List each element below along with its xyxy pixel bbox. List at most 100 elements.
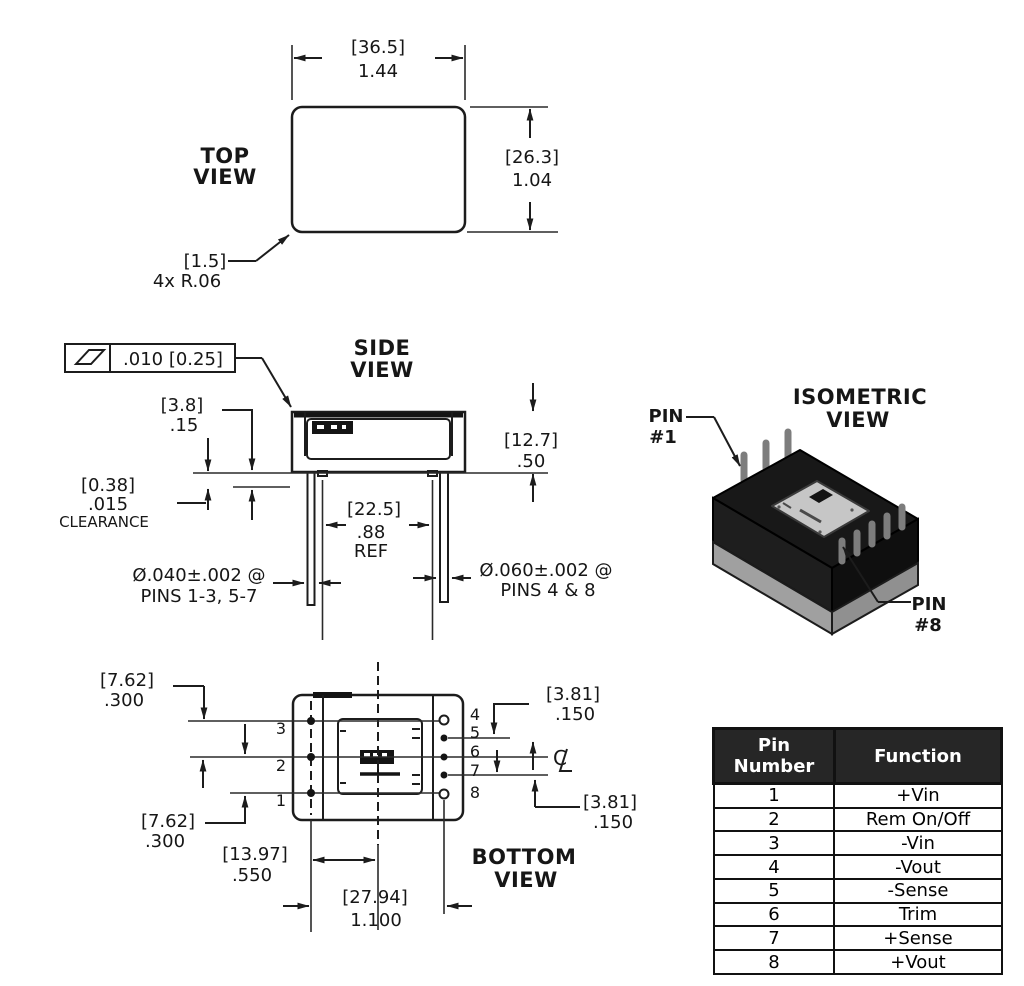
top-view-title-line2: VIEW [193, 165, 257, 189]
pin-number-4: 4 [470, 705, 480, 724]
right-pitch-top-in: .150 [555, 704, 595, 725]
table-header-row: Pin Number Function [712, 727, 1004, 785]
row-pitch-bottom-mm: [7.62] [141, 811, 195, 832]
function-cell: +Vout [833, 949, 1003, 975]
iso-label-chip [809, 489, 833, 503]
table-row: 1 +Vin [712, 782, 1003, 809]
side-view-pin-large [439, 471, 449, 603]
pin-cell: 5 [712, 877, 836, 904]
top-height-dim-mm: [26.3] [505, 147, 559, 168]
function-cell: -Sense [833, 877, 1003, 904]
side-view-title-line2: VIEW [350, 358, 414, 382]
side-view-pin-small [306, 471, 316, 606]
half-span-in: .550 [232, 865, 272, 886]
pin-number-2: 2 [276, 756, 286, 775]
small-pin-list: PINS 1-3, 5-7 [140, 586, 257, 607]
side-view-body [290, 410, 467, 474]
flatness-tolerance: .010 [0.25] [123, 349, 223, 370]
header-pin-number: Pin Number [712, 727, 836, 785]
pin-3 [307, 717, 315, 725]
table-row: 7 +Sense [712, 925, 1003, 952]
function-cell: -Vout [833, 854, 1003, 880]
function-cell: +Sense [833, 925, 1003, 952]
table-row: 5 -Sense [712, 877, 1003, 904]
table-row: 4 -Vout [712, 854, 1003, 880]
centerline-symbol-L [558, 748, 572, 772]
side-height-dim-mm: [12.7] [504, 430, 558, 451]
pin8-leader [842, 546, 879, 603]
centerline-symbol: C [553, 746, 567, 770]
pin-4 [438, 714, 450, 726]
large-pin-list: PINS 4 & 8 [500, 580, 595, 601]
pin-5 [440, 734, 448, 742]
pin-number-7: 7 [470, 761, 480, 780]
pin1-label-line2: #1 [649, 427, 677, 448]
full-span-in: 1.100 [350, 910, 402, 931]
pin-number-3: 3 [276, 719, 286, 738]
right-pitch-bottom-mm: [3.81] [583, 792, 637, 813]
pin1-leader [713, 416, 741, 467]
pin8-label-line1: PIN [912, 594, 947, 615]
pin-2 [307, 753, 315, 761]
corner-radius-in: 4x R.06 [153, 271, 221, 292]
top-width-dim-in: 1.44 [358, 61, 398, 82]
iso-view-title-line1: ISOMETRIC [793, 385, 927, 409]
function-cell: Rem On/Off [833, 806, 1003, 833]
pin-7 [440, 771, 448, 779]
corner-radius-leader [255, 234, 290, 262]
pin-span-dim-in: .88 [357, 522, 386, 543]
half-span-mm: [13.97] [222, 844, 288, 865]
side-view-title-line1: SIDE [354, 336, 411, 360]
pin-number-5: 5 [470, 723, 480, 742]
pin-span-dim-mm: [22.5] [347, 499, 401, 520]
pin-1 [307, 789, 315, 797]
small-pin-diameter: Ø.040±.002 @ [132, 565, 265, 586]
flatness-leader [261, 357, 292, 408]
pin-number-6: 6 [470, 742, 480, 761]
table-row: 2 Rem On/Off [712, 806, 1003, 833]
pin-cell: 8 [712, 949, 836, 975]
pin-cell: 7 [712, 925, 836, 952]
top-view-title-line1: TOP [200, 144, 249, 168]
orientation-tab [313, 692, 352, 698]
row-pitch-bottom-in: .300 [145, 831, 185, 852]
pin-number-8: 8 [470, 783, 480, 802]
standoff-dim-in: .15 [170, 415, 199, 436]
function-cell: +Vin [833, 782, 1003, 809]
pin-number-1: 1 [276, 791, 286, 810]
pin-6 [440, 753, 448, 761]
iso-label-plate [771, 480, 870, 538]
side-view-label-plate [306, 418, 451, 460]
corner-radius-mm: [1.5] [184, 251, 227, 272]
pin-cell: 1 [712, 782, 836, 809]
isometric-view: PIN #1 PIN #8 ISOMETRIC VIEW [649, 385, 947, 636]
table-row: 3 -Vin [712, 830, 1003, 857]
top-view: [36.5] 1.44 [26.3] 1.04 [1.5] 4x R.06 TO… [153, 37, 559, 292]
pin-cell: 4 [712, 854, 836, 880]
header-function: Function [832, 727, 1004, 785]
pin-cell: 6 [712, 901, 836, 928]
function-cell: Trim [833, 901, 1003, 928]
side-height-dim-in: .50 [517, 451, 546, 472]
right-pitch-bottom-in: .150 [593, 812, 633, 833]
pin1-label-line1: PIN [649, 406, 684, 427]
table-row: 8 +Vout [712, 949, 1003, 975]
top-height-dim-in: 1.04 [512, 170, 552, 191]
bottom-view-title-line1: BOTTOM [472, 845, 577, 869]
iso-view-title-line2: VIEW [826, 408, 890, 432]
clearance-dim-in: .015 [88, 494, 128, 515]
pin-8 [438, 788, 450, 800]
top-width-dim-mm: [36.5] [351, 37, 405, 58]
clearance-dim-mm: [0.38] [81, 475, 135, 496]
large-pin-diameter: Ø.060±.002 @ [479, 560, 612, 581]
row-pitch-top-mm: [7.62] [100, 670, 154, 691]
top-view-outline [290, 105, 467, 234]
clearance-label: CLEARANCE [59, 513, 149, 531]
full-span-mm: [27.94] [342, 887, 408, 908]
standoff-dim-mm: [3.8] [161, 395, 204, 416]
flatness-symbol-icon [73, 349, 107, 365]
bottom-view-title-line2: VIEW [494, 868, 558, 892]
side-view: .010 [0.25] [12.7] .50 [3.8] .15 [0 [59, 336, 613, 640]
pin-cell: 2 [712, 806, 836, 833]
